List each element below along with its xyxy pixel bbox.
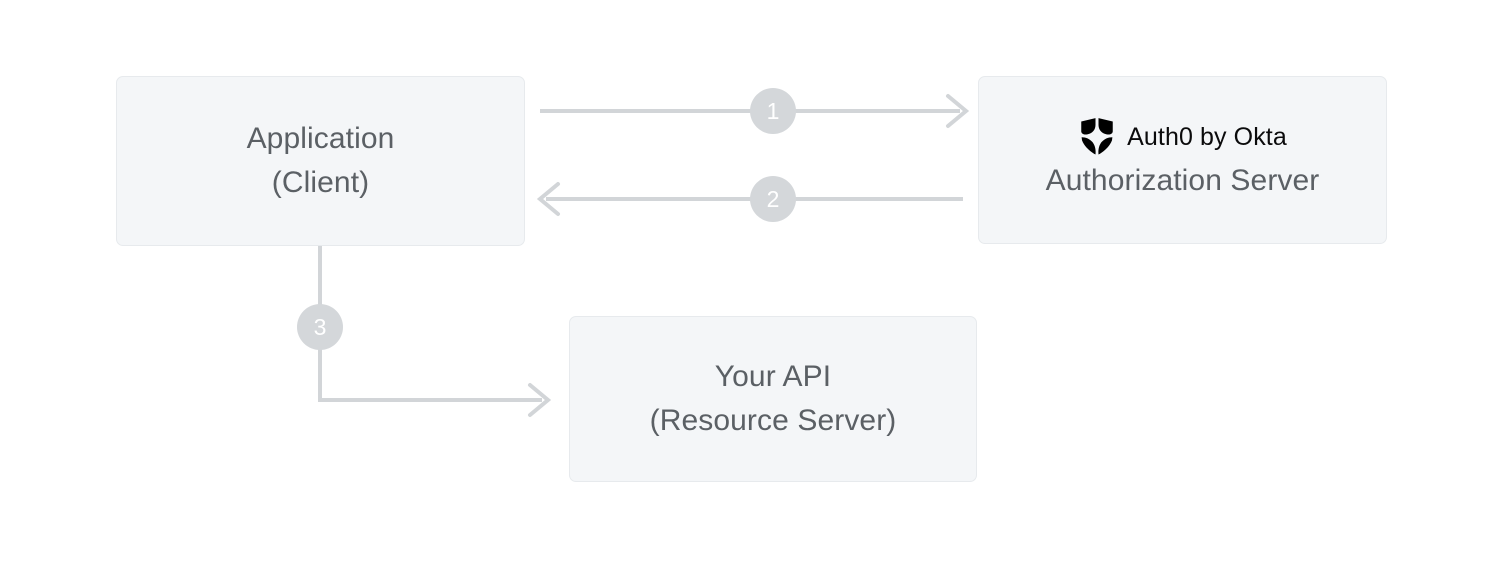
step-badge-3: 3 [297, 304, 343, 350]
step-badge-1-label: 1 [766, 97, 780, 124]
step-badge-2-label: 2 [766, 185, 780, 212]
node-your-api-line-1: Your API [714, 360, 832, 393]
step-badge-1: 1 [750, 88, 796, 134]
step-badge-2: 2 [750, 176, 796, 222]
node-authorization-server: Auth0 by Okta Authorization Server [978, 76, 1387, 244]
auth0-brand-lockup: Auth0 by Okta [1078, 117, 1287, 156]
auth0-brand-text: Auth0 by Okta [1127, 122, 1287, 151]
node-application-line-1: Application [246, 122, 395, 155]
connector-3-arrow [318, 246, 552, 417]
node-your-api-line-2: (Resource Server) [649, 404, 897, 437]
node-application-line-2: (Client) [271, 166, 370, 199]
node-your-api: Your API (Resource Server) [569, 316, 977, 482]
auth0-shield-icon [1081, 118, 1113, 155]
node-authorization-server-label: Authorization Server [1045, 164, 1320, 197]
node-application: Application (Client) [116, 76, 525, 246]
step-badge-3-label: 3 [313, 313, 327, 340]
